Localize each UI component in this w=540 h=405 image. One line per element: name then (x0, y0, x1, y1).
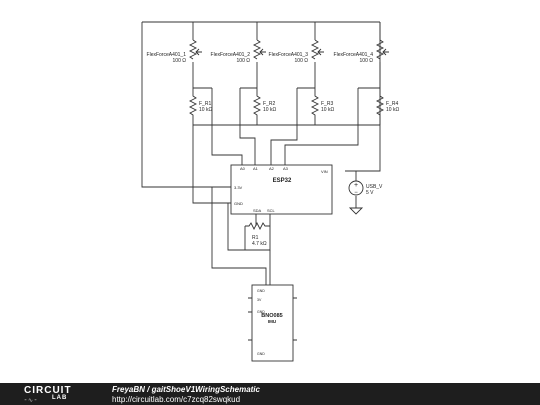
f-r2-value: 10 kΩ (263, 107, 276, 113)
ground-bus (192, 124, 380, 204)
project-name[interactable]: gaitShoeV1WiringSchematic (151, 385, 260, 394)
i2c-wiring: R1 4.7 kΩ (211, 187, 271, 285)
f-r4-name: F_R4 (386, 101, 398, 107)
esp32-pin-scl: SCL (267, 208, 276, 213)
esp32-pin-gnd: GND (234, 201, 243, 206)
circuitlab-footer: CIRCUIT ⁃∿⁃ LAB FreyaBN / gaitShoeV1Wiri… (0, 383, 540, 405)
esp32-pin-3v3: 3.3V (234, 185, 243, 190)
esp32-pin-a1: A1 (253, 166, 259, 171)
pot-1-name: FlexForceA401_1 (147, 52, 187, 58)
project-url[interactable]: http://circuitlab.com/c7zcq82swqkud (112, 395, 241, 404)
usb-value: 5 V (366, 190, 374, 196)
resistor-f-r2: F_R2 10 kΩ (252, 88, 276, 125)
pot-2-value: 100 Ω (237, 58, 251, 64)
esp32-pin-a0: A0 (240, 166, 246, 171)
resistor-f-r3: F_R3 10 kΩ (310, 88, 334, 125)
resistor-f-r4: F_R4 10 kΩ (375, 88, 399, 125)
circuit-schematic: FlexForceA401_1 100 Ω FlexForceA401_2 10… (141, 21, 399, 362)
r1-value: 4.7 kΩ (252, 241, 267, 247)
f-r4-value: 10 kΩ (386, 107, 399, 113)
footer-title: FreyaBN / gaitShoeV1WiringSchematic (112, 385, 260, 394)
f-r1-value: 10 kΩ (199, 107, 212, 113)
imu-pin-3v: 3V (257, 298, 262, 302)
f-r1-name: F_R1 (199, 101, 211, 107)
imu-pin-bot: GND (257, 352, 265, 356)
author-link[interactable]: FreyaBN (112, 385, 145, 394)
usb-supply: + − USB_V 5 V (348, 171, 383, 215)
potentiometer-3: FlexForceA401_3 100 Ω (269, 39, 324, 88)
pot-2-name: FlexForceA401_2 (211, 52, 251, 58)
bno085-imu: BNO085 IMU GND 3V GND GND (248, 284, 297, 362)
f-r3-name: F_R3 (321, 101, 333, 107)
imu-pin-top: GND (257, 289, 265, 293)
pot-1-value: 100 Ω (173, 58, 187, 64)
imu-subtitle: IMU (268, 319, 276, 324)
logo-text-circuit: CIRCUIT (24, 385, 72, 396)
pot-3-value: 100 Ω (295, 58, 309, 64)
f-r2-name: F_R2 (263, 101, 275, 107)
esp32-pin-a2: A2 (269, 166, 275, 171)
esp32-module: ESP32 A0 A1 A2 A3 3.3V GND VIN SDA SCL (230, 164, 333, 215)
potentiometer-1: FlexForceA401_1 100 Ω (147, 39, 202, 88)
potentiometer-2: FlexForceA401_2 100 Ω (211, 39, 266, 88)
imu-pin-mid: GND (257, 310, 265, 314)
esp32-pin-a3: A3 (283, 166, 289, 171)
usb-name: USB_V (366, 184, 383, 190)
potentiometer-4: FlexForceA401_4 100 Ω (334, 39, 389, 88)
pot-4-name: FlexForceA401_4 (334, 52, 374, 58)
svg-text:−: − (354, 190, 358, 196)
svg-text:+: + (354, 182, 358, 189)
analog-signal-wires (193, 87, 380, 165)
esp32-title: ESP32 (273, 178, 292, 184)
imu-title: BNO085 (261, 313, 282, 319)
r1-name: R1 (252, 235, 259, 241)
resistor-f-r1: F_R1 10 kΩ (188, 88, 212, 125)
esp32-pin-vin: VIN (321, 169, 328, 174)
pot-4-value: 100 Ω (360, 58, 374, 64)
pot-3-name: FlexForceA401_3 (269, 52, 309, 58)
f-r3-value: 10 kΩ (321, 107, 334, 113)
esp32-pin-sda: SDA (253, 208, 262, 213)
logo-resistor-icon: ⁃∿⁃ (24, 398, 39, 404)
logo-text-lab: LAB (52, 395, 68, 401)
top-rail (141, 21, 381, 188)
title-separator: / (144, 385, 152, 394)
circuitlab-logo[interactable]: CIRCUIT ⁃∿⁃ LAB (24, 385, 94, 404)
